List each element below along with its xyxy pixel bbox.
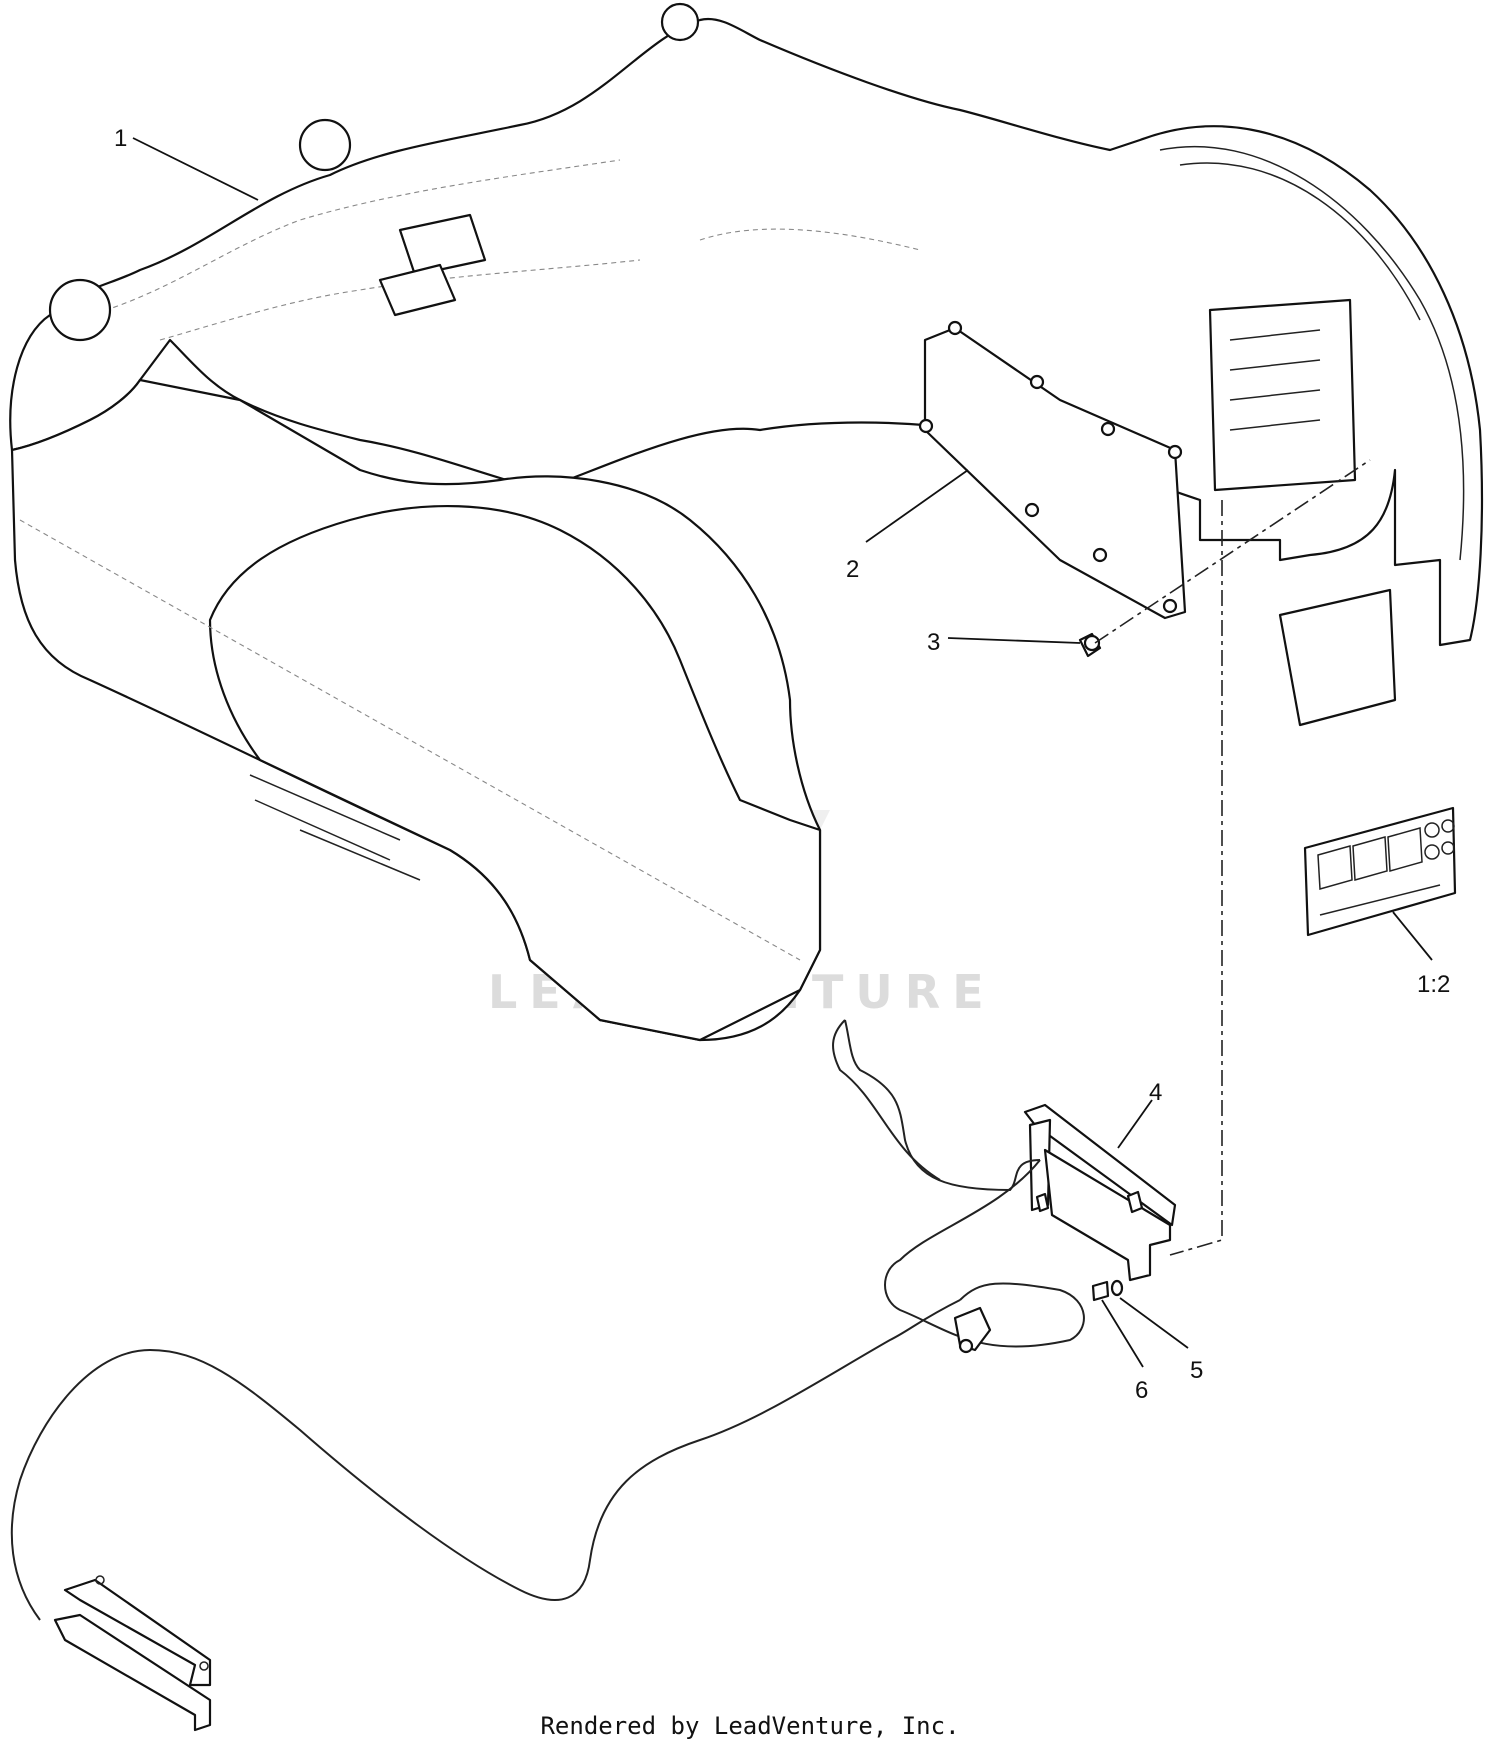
leader-4: [1117, 1099, 1153, 1149]
mount-bracket: [1023, 1103, 1177, 1282]
assembly-line-bracket: [1169, 500, 1223, 1256]
interlock-bracket: [53, 1575, 212, 1732]
leader-1-2: [1392, 911, 1433, 961]
leader-3: [947, 637, 1081, 644]
callout-1: 1: [114, 125, 127, 152]
leader-5: [1119, 1297, 1189, 1349]
push-rivet: [1078, 632, 1102, 658]
washer: [1110, 1279, 1124, 1297]
assembly-line-rivet: [1094, 459, 1371, 644]
callout-6: 6: [1135, 1377, 1148, 1404]
leader-6: [1101, 1299, 1144, 1368]
cover-plate: [918, 320, 1187, 620]
leader-1: [132, 137, 259, 201]
wire-harness: [10, 1019, 1085, 1621]
callout-1-2: 1:2: [1417, 971, 1450, 998]
callout-2: 2: [846, 556, 859, 583]
bolt: [1091, 1280, 1110, 1302]
callout-5: 5: [1190, 1357, 1203, 1384]
callout-4: 4: [1149, 1079, 1162, 1106]
callout-3: 3: [927, 629, 940, 656]
footer-credit: Rendered by LeadVenture, Inc.: [540, 1712, 960, 1740]
hood-shroud: [9, 2, 1484, 1042]
safety-decal: [1303, 806, 1457, 937]
leader-2: [865, 469, 969, 543]
